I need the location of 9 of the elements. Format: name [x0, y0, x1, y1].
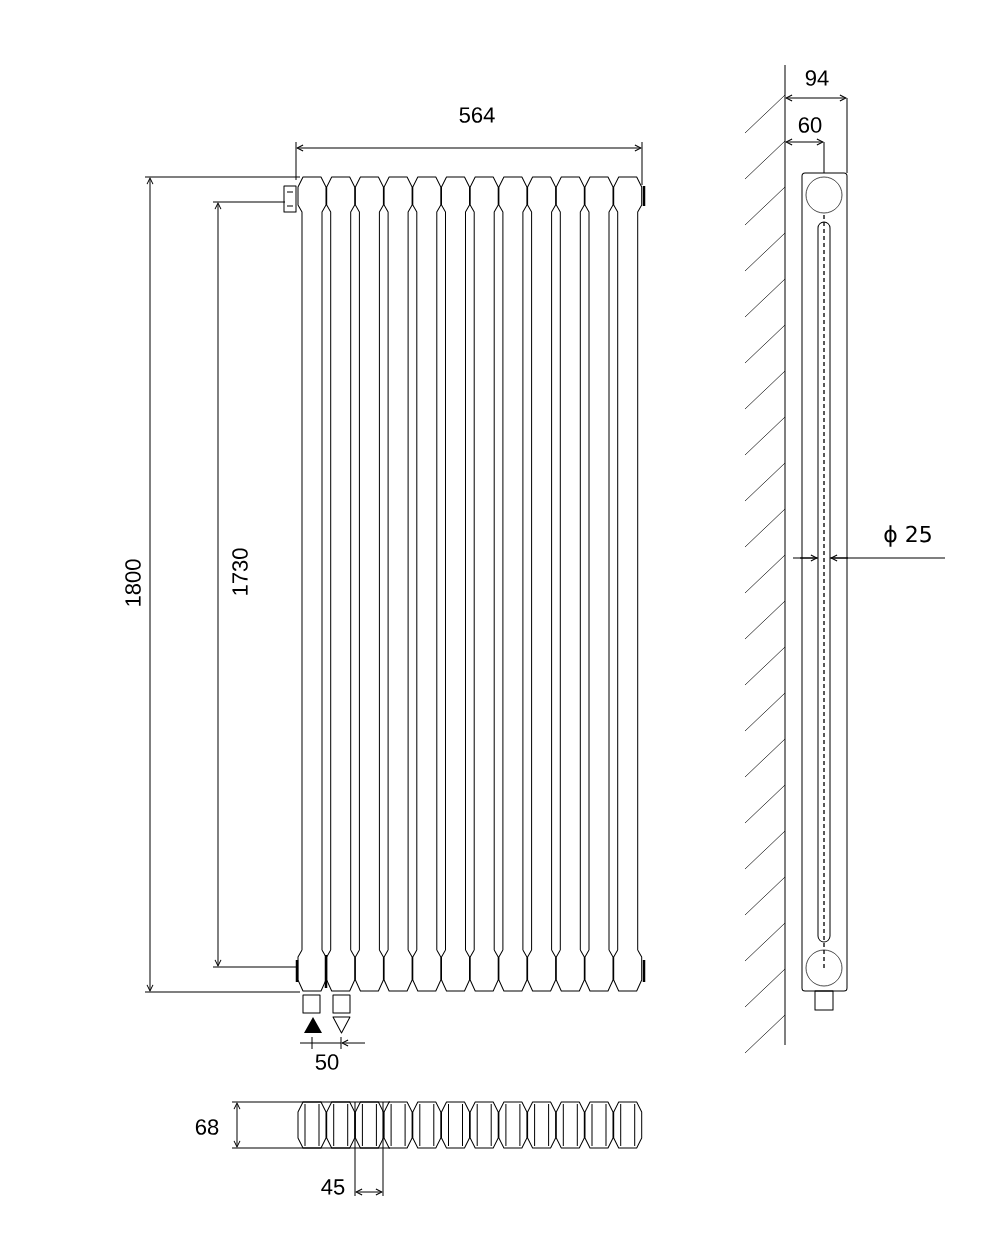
dimension-label: 1730: [232, 548, 248, 595]
dimension-label: 45: [321, 1179, 345, 1195]
dimension-label: ϕ 25: [884, 525, 931, 547]
dimension-label: 60: [798, 117, 822, 133]
dimension-label: 564: [459, 107, 495, 123]
dimension-label: 68: [195, 1119, 219, 1135]
dimension-label: 1800: [125, 559, 141, 606]
dimension-label: 94: [805, 70, 829, 86]
dimension-label: 50: [315, 1054, 339, 1070]
